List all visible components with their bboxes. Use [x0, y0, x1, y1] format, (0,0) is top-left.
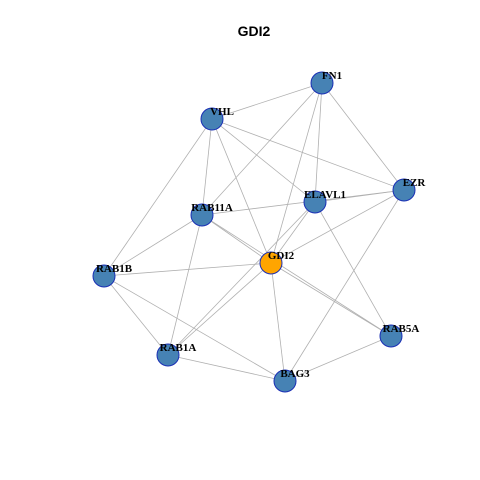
node-label-rab1b: RAB1B	[96, 263, 133, 275]
edge-rab11a-rab1a	[167, 214, 203, 356]
node-label-fn1: FN1	[322, 70, 342, 82]
edge-fn1-vhl	[211, 82, 323, 120]
node-rab1a[interactable]	[156, 343, 180, 367]
node-gdi2[interactable]	[259, 251, 283, 275]
node-fn1[interactable]	[310, 71, 334, 95]
node-label-elavl1: ELAVL1	[304, 189, 346, 201]
graph-title: GDI2	[238, 23, 271, 39]
node-vhl[interactable]	[200, 107, 224, 131]
node-rab1b[interactable]	[92, 264, 116, 288]
edge-ezr-bag3	[284, 189, 405, 382]
node-label-gdi2: GDI2	[268, 250, 295, 262]
node-label-vhl: VHL	[210, 106, 234, 118]
edge-rab1a-bag3	[167, 354, 286, 382]
edge-gdi2-bag3	[270, 262, 286, 382]
edge-ezr-rab11a	[201, 189, 405, 216]
edge-rab11a-rab1b	[103, 214, 203, 277]
node-rab11a[interactable]	[190, 203, 214, 227]
edge-vhl-rab1b	[103, 118, 213, 277]
edge-vhl-ezr	[211, 118, 405, 191]
edge-rab11a-rab5a	[201, 214, 392, 337]
edge-vhl-gdi2	[211, 118, 272, 264]
edge-elavl1-gdi2	[270, 201, 316, 264]
edge-rab1b-bag3	[103, 275, 286, 382]
node-label-bag3: BAG3	[280, 368, 310, 380]
edge-layer	[103, 82, 405, 382]
node-label-rab1a: RAB1A	[160, 342, 197, 354]
edge-elavl1-rab5a	[314, 201, 392, 337]
edge-vhl-elavl1	[211, 118, 316, 203]
edge-gdi2-rab1a	[167, 262, 272, 356]
edge-elavl1-rab1a	[167, 201, 316, 356]
node-label-rab5a: RAB5A	[383, 323, 420, 335]
edge-fn1-ezr	[321, 82, 405, 191]
edge-fn1-rab11a	[201, 82, 323, 216]
node-bag3[interactable]	[273, 369, 297, 393]
node-label-rab11a: RAB11A	[191, 202, 233, 214]
edge-rab11a-gdi2	[201, 214, 272, 264]
edge-rab5a-bag3	[284, 335, 392, 382]
node-layer	[92, 71, 416, 393]
node-rab5a[interactable]	[379, 324, 403, 348]
edge-gdi2-rab1b	[103, 262, 272, 277]
edge-gdi2-rab5a	[270, 262, 392, 337]
edge-fn1-elavl1	[314, 82, 323, 203]
node-label-ezr: EZR	[403, 177, 427, 189]
node-ezr[interactable]	[392, 178, 416, 202]
edge-vhl-rab11a	[201, 118, 213, 216]
node-elavl1[interactable]	[303, 190, 327, 214]
edge-ezr-gdi2	[270, 189, 405, 264]
edge-fn1-gdi2	[270, 82, 323, 264]
edge-rab1b-rab1a	[103, 275, 169, 356]
